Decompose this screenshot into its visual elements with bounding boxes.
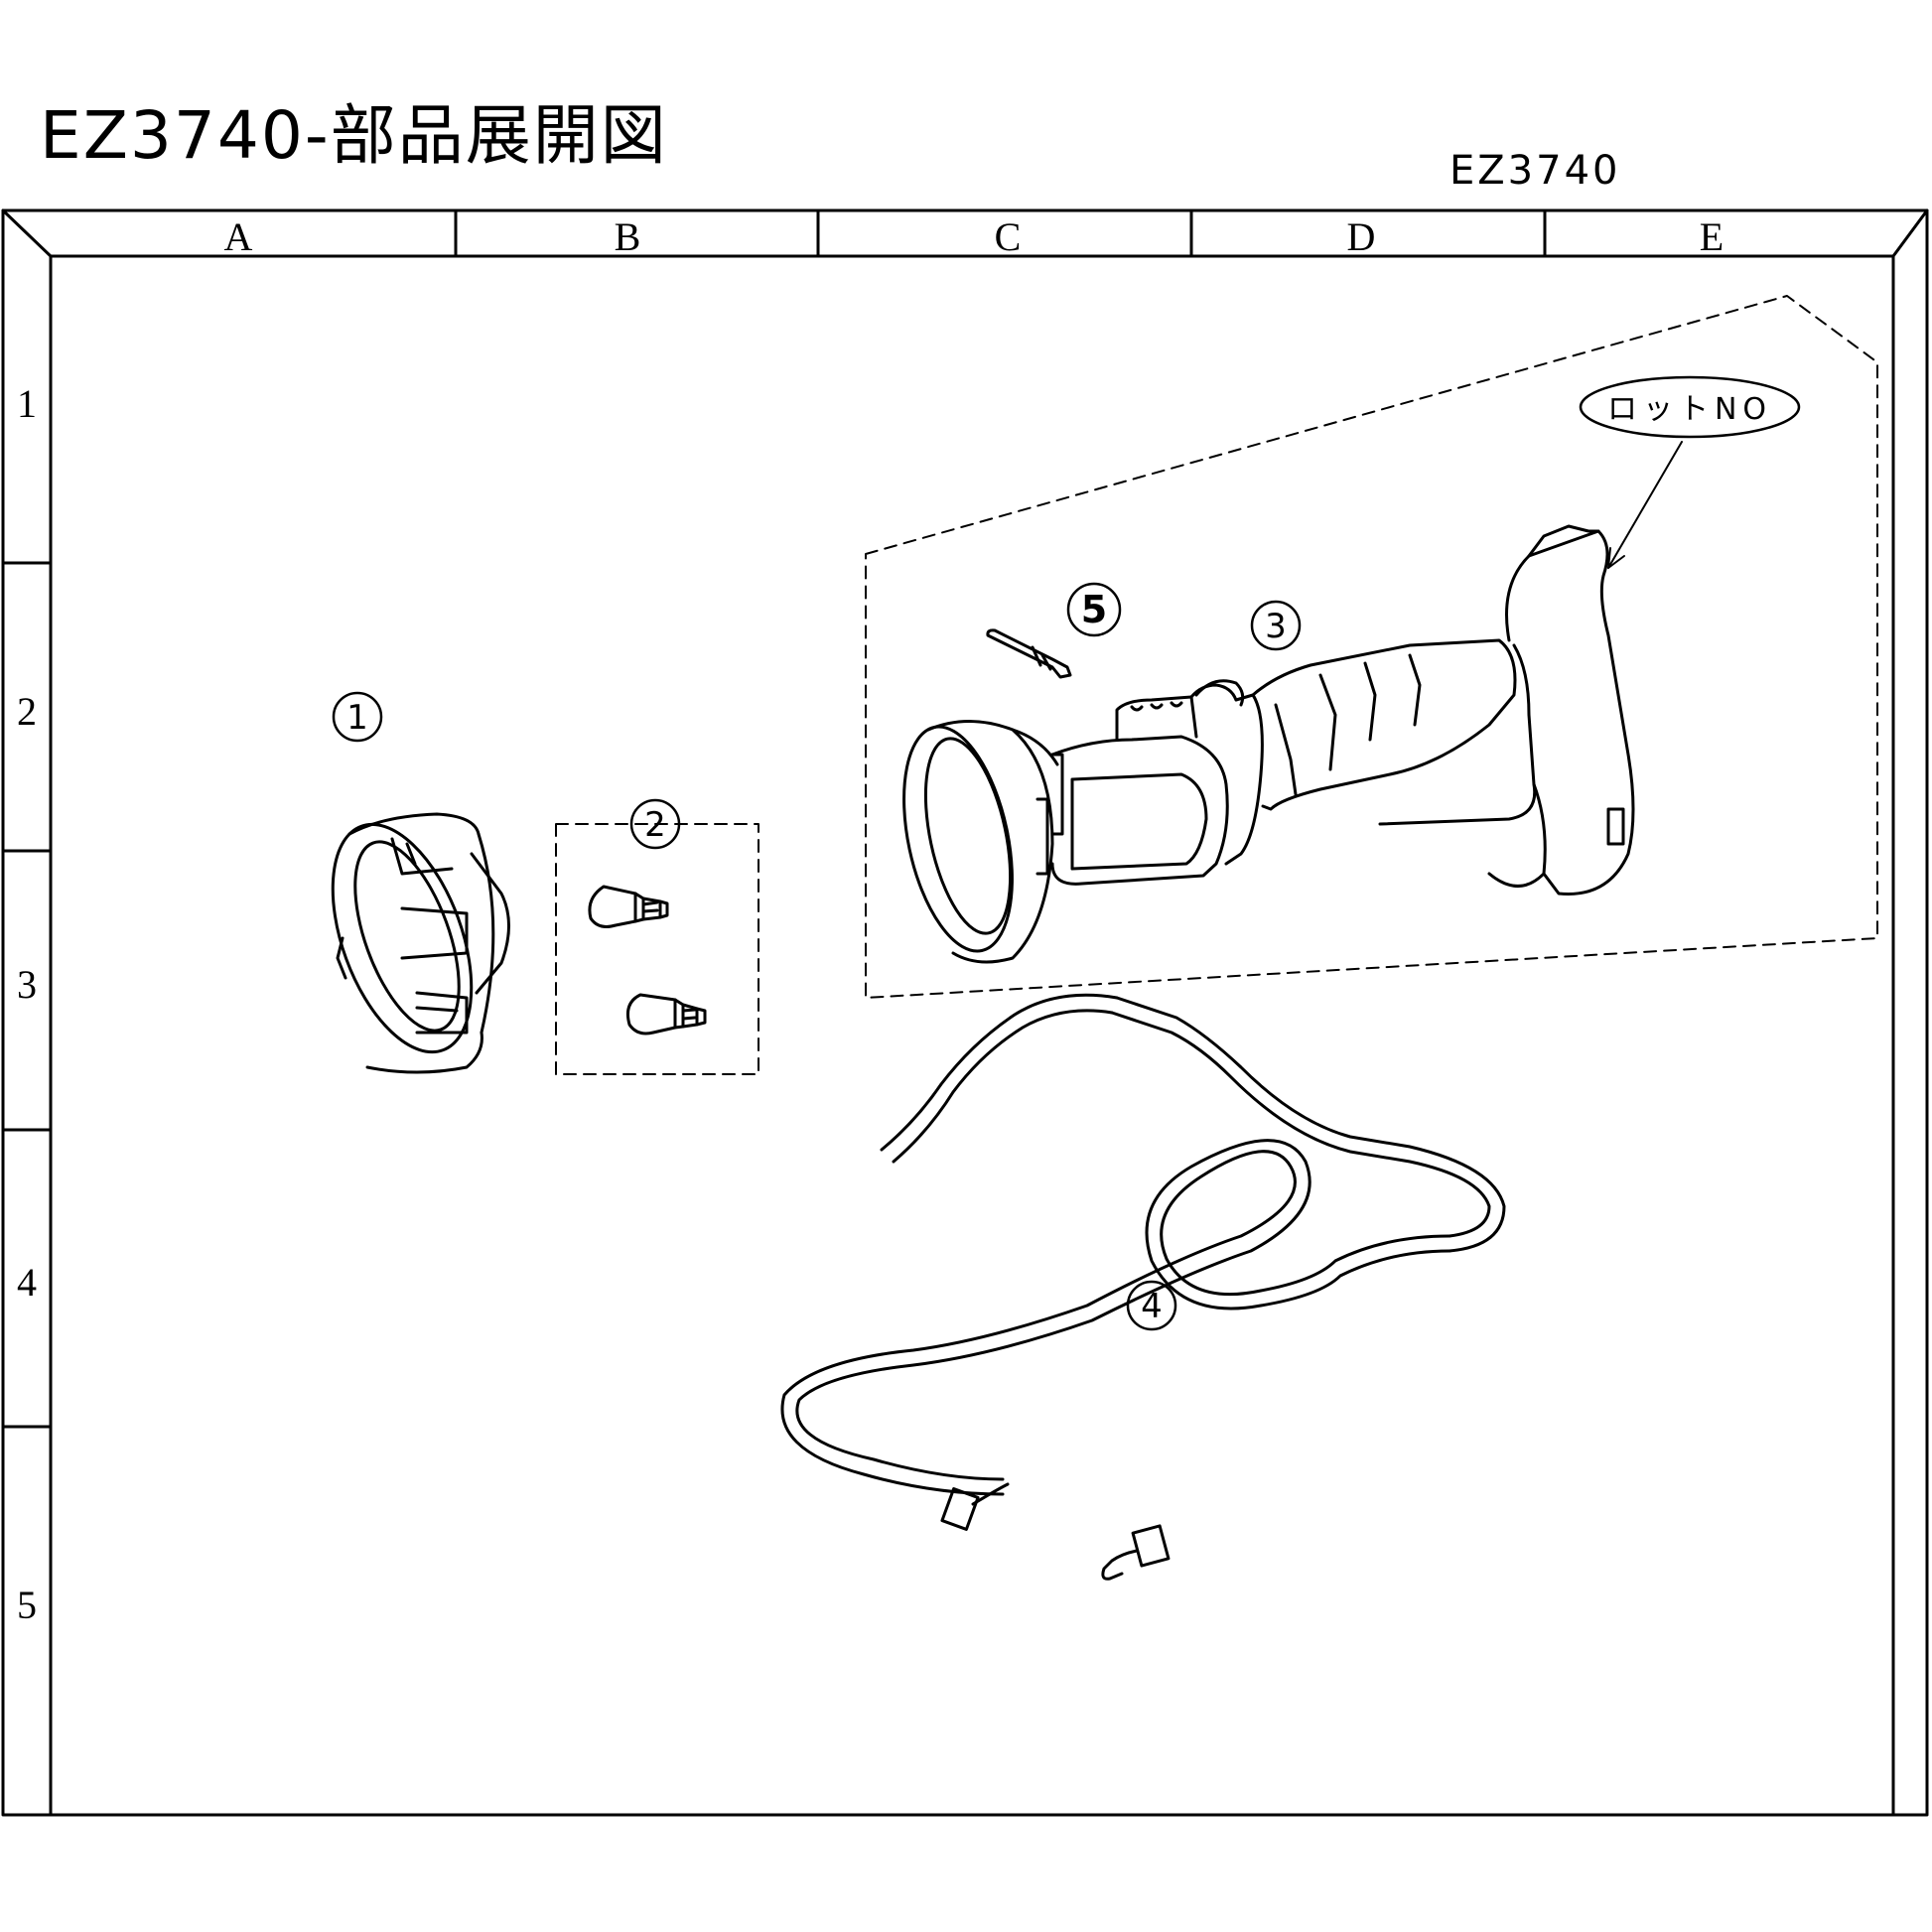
- part-numbers: 1 2 3 4 5: [346, 588, 1287, 1326]
- strap-buckle-left: [940, 1482, 1010, 1531]
- column-label: D: [1347, 214, 1376, 259]
- column-label: A: [224, 214, 253, 259]
- row-label: 3: [17, 962, 37, 1007]
- part-number-3: 3: [1265, 607, 1287, 646]
- model-code: EZ3740: [1449, 148, 1621, 194]
- row-label: 4: [17, 1260, 37, 1305]
- assembly-boundary: [865, 295, 1878, 999]
- lot-leader-line: [1579, 375, 1801, 569]
- part-number-1: 1: [346, 698, 368, 738]
- part-markers: [332, 582, 1302, 1331]
- flashlight-body-part-3: [902, 524, 1635, 964]
- column-labels: A B C D E: [224, 214, 1725, 259]
- part-number-2: 2: [644, 805, 666, 845]
- part-number-5: 5: [1081, 588, 1107, 631]
- row-label: 5: [17, 1583, 37, 1627]
- strap-part-4: [780, 993, 1506, 1496]
- lot-number-label: ロットNO: [1607, 392, 1772, 427]
- part-number-4: 4: [1141, 1287, 1163, 1326]
- bulbs-part-2: [588, 885, 707, 1035]
- drawing-border: [1, 208, 1929, 1817]
- row-labels: 1 2 3 4 5: [17, 381, 37, 1627]
- lens-cap-part-1: [331, 812, 510, 1074]
- bulb-set-boundary: [555, 823, 759, 1075]
- column-label: E: [1700, 214, 1724, 259]
- row-label: 2: [17, 689, 37, 734]
- drawing-title: EZ3740-部品展開図: [40, 97, 668, 174]
- column-label: C: [995, 214, 1022, 259]
- column-label: B: [615, 214, 641, 259]
- row-label: 1: [17, 381, 37, 426]
- screw-part-5: [986, 628, 1072, 679]
- strap-buckle-right: [1101, 1524, 1171, 1581]
